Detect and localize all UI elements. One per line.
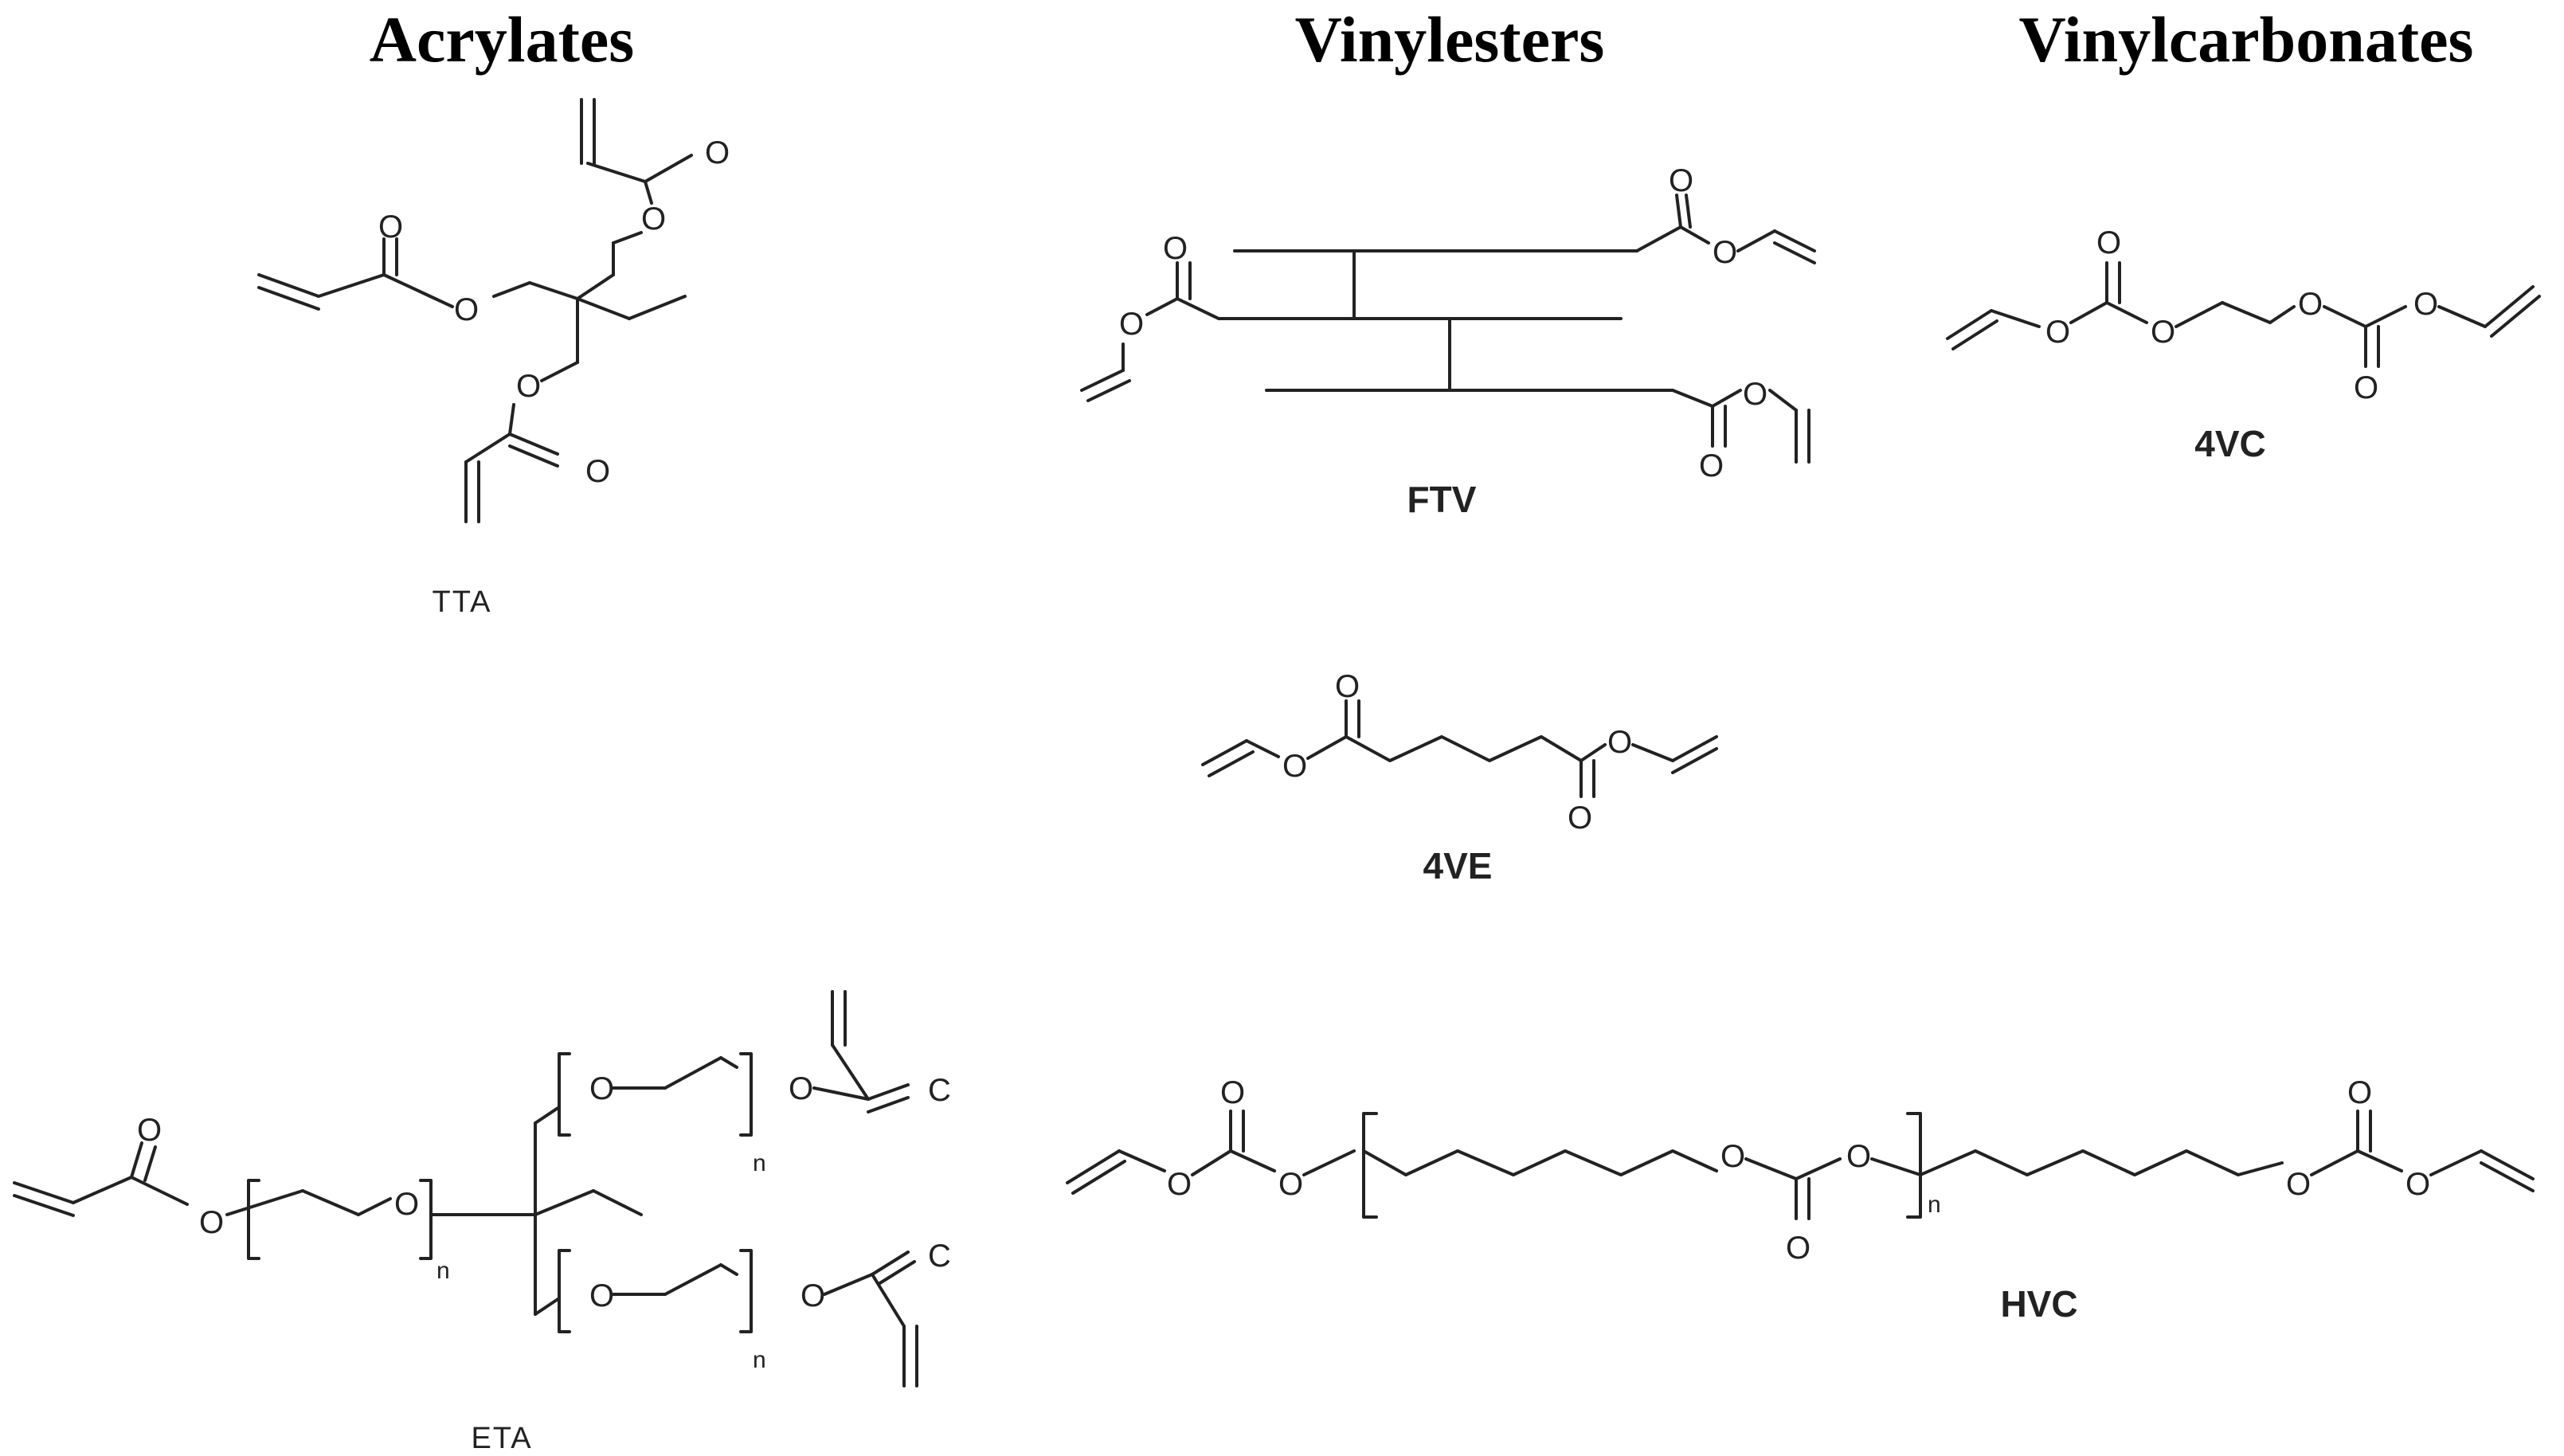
ftv-o-carbonyl-left: O bbox=[1163, 231, 1188, 266]
tta-o-carbonyl-left: O bbox=[378, 209, 403, 245]
fourvc-o-carbonyl-1: O bbox=[2096, 225, 2121, 260]
eta-o-ester-lower: O bbox=[801, 1278, 825, 1313]
hvc-n: n bbox=[1928, 1192, 1941, 1218]
eta-n-left: n bbox=[436, 1258, 450, 1284]
label-eta: ETA bbox=[471, 1422, 533, 1455]
fourve-o-carbonyl-left: O bbox=[1335, 669, 1360, 704]
hvc-structure: O O O O O O n O O bbox=[1066, 1075, 2535, 1266]
ftv-o-ester-bottom: O bbox=[1743, 377, 1767, 412]
tta-o-ester-bottom: O bbox=[516, 369, 541, 404]
fourve-structure: O O O O bbox=[1201, 669, 1718, 836]
fourvc-structure: O O O O O O bbox=[1946, 225, 2541, 405]
eta-n-lower: n bbox=[753, 1347, 766, 1373]
fourve-o-ester-right: O bbox=[1607, 725, 1632, 760]
tta-structure: O O O O O O bbox=[257, 98, 730, 523]
label-hvc: HVC bbox=[2000, 1283, 2078, 1325]
eta-structure: O O O n O n O C bbox=[13, 990, 951, 1388]
fourve-o-carbonyl-right: O bbox=[1568, 800, 1592, 836]
eta-o-upper: O bbox=[589, 1071, 614, 1106]
hvc-o-2: O bbox=[1278, 1167, 1303, 1202]
label-4ve: 4VE bbox=[1423, 845, 1493, 887]
label-ftv: FTV bbox=[1407, 479, 1477, 520]
hvc-o-5: O bbox=[2286, 1167, 2311, 1202]
hvc-o-1: O bbox=[1167, 1167, 1192, 1202]
tta-o-carbonyl-bottom: O bbox=[585, 454, 610, 489]
hvc-o-carbonyl-1: O bbox=[1220, 1075, 1245, 1110]
tta-o-ester-left: O bbox=[454, 292, 479, 327]
ftv-o-carbonyl-top: O bbox=[1669, 163, 1693, 198]
ftv-structure: O O O O O O bbox=[1080, 163, 1816, 483]
tta-o-carbonyl-top: O bbox=[705, 135, 730, 170]
eta-c-upper: C bbox=[928, 1073, 951, 1108]
eta-o-lower: O bbox=[589, 1278, 614, 1313]
ftv-o-ester-left: O bbox=[1119, 307, 1144, 342]
hvc-o-carbonyl-2: O bbox=[1786, 1231, 1810, 1266]
label-tta: TTA bbox=[432, 585, 492, 619]
hvc-o-6: O bbox=[2405, 1167, 2430, 1202]
ftv-o-ester-top: O bbox=[1713, 235, 1737, 270]
label-4vc: 4VC bbox=[2194, 423, 2266, 464]
eta-o-carbonyl: O bbox=[137, 1113, 162, 1148]
eta-o-repeat-left: O bbox=[394, 1187, 419, 1222]
ftv-o-carbonyl-bottom: O bbox=[1699, 448, 1724, 483]
fourvc-o-1: O bbox=[2045, 315, 2070, 350]
heading-vinylesters: Vinylesters bbox=[1294, 3, 1605, 76]
heading-acrylates: Acrylates bbox=[369, 3, 635, 76]
fourvc-o-4: O bbox=[2413, 287, 2438, 322]
heading-vinylcarbonates: Vinylcarbonates bbox=[2018, 3, 2474, 76]
eta-n-upper: n bbox=[753, 1150, 766, 1176]
tta-o-ester-top: O bbox=[641, 202, 666, 237]
hvc-o-4: O bbox=[1846, 1139, 1871, 1174]
fourve-o-ester-left: O bbox=[1282, 749, 1307, 784]
fourvc-o-carbonyl-2: O bbox=[2354, 370, 2378, 405]
fourvc-o-3: O bbox=[2298, 287, 2323, 322]
hvc-o-carbonyl-3: O bbox=[2347, 1075, 2372, 1110]
hvc-o-3: O bbox=[1720, 1139, 1745, 1174]
eta-o-ester-upper: O bbox=[789, 1071, 813, 1106]
eta-o-ester-left: O bbox=[199, 1205, 224, 1240]
eta-c-lower: C bbox=[928, 1239, 951, 1274]
fourvc-o-2: O bbox=[2151, 315, 2175, 350]
